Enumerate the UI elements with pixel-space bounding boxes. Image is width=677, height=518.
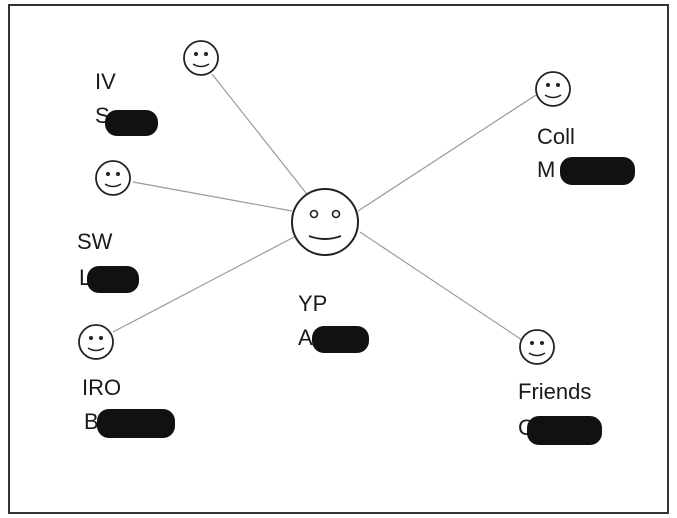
smiley-face-icon (519, 329, 555, 365)
redaction-mark (560, 157, 635, 185)
smiley-face-icon (291, 188, 359, 256)
center-name-initial: A (298, 325, 313, 350)
node-role-label: IV (95, 69, 116, 94)
redaction-mark (97, 409, 175, 438)
redaction-mark (105, 110, 158, 136)
smiley-face-icon (95, 160, 131, 196)
node-role-label: Friends (518, 379, 592, 404)
node-name-initial: B (84, 409, 99, 434)
smiley-face-icon (183, 40, 219, 76)
center-role-label: YP (298, 291, 328, 316)
connector-line (112, 235, 297, 333)
node-name-initial: M (537, 157, 556, 182)
connector-line (359, 231, 523, 341)
smiley-face-icon (535, 71, 571, 107)
connector-line (211, 73, 311, 199)
smiley-face-icon (78, 324, 114, 360)
redaction-mark (527, 416, 602, 445)
redaction-mark (312, 326, 369, 353)
connector-line (357, 94, 537, 212)
node-role-label: Coll (537, 124, 575, 149)
connector-line (132, 181, 293, 212)
node-role-label: IRO (82, 375, 122, 400)
redaction-mark (87, 266, 139, 293)
node-role-label: SW (77, 229, 113, 254)
